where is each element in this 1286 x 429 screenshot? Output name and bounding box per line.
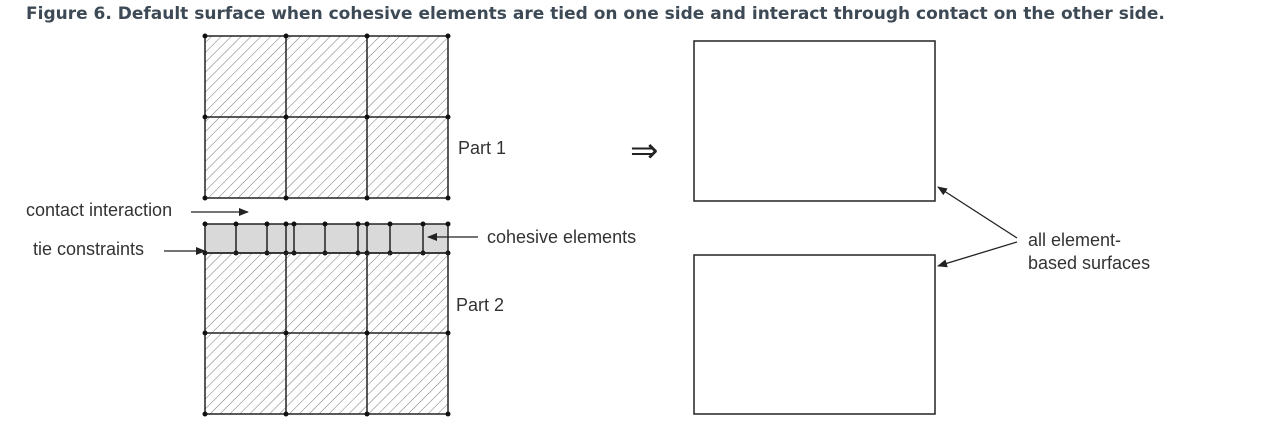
lower-surface-box: [693, 254, 936, 415]
part1-label: Part 1: [458, 138, 506, 158]
part2-mesh: [202, 252, 451, 417]
part2-label: Part 2: [456, 295, 504, 315]
figure-caption: Figure 6. Default surface when cohesive …: [26, 4, 1165, 24]
upper-surface-box: [693, 40, 936, 202]
cohesive-elements-label: cohesive elements: [487, 227, 636, 247]
contact-interaction-label: contact interaction: [26, 200, 172, 220]
tie-constraints-label: tie constraints: [33, 239, 144, 259]
part1-mesh: [202, 33, 451, 201]
surfaces-label-line1: all element-: [1028, 230, 1121, 250]
cohesive-layer: [202, 221, 451, 256]
upper-surface-arrow: [937, 186, 1018, 239]
lower-surface-arrow: [937, 241, 1018, 268]
implies-arrow-icon: ⇒: [630, 131, 659, 171]
surfaces-label-line2: based surfaces: [1028, 253, 1150, 273]
